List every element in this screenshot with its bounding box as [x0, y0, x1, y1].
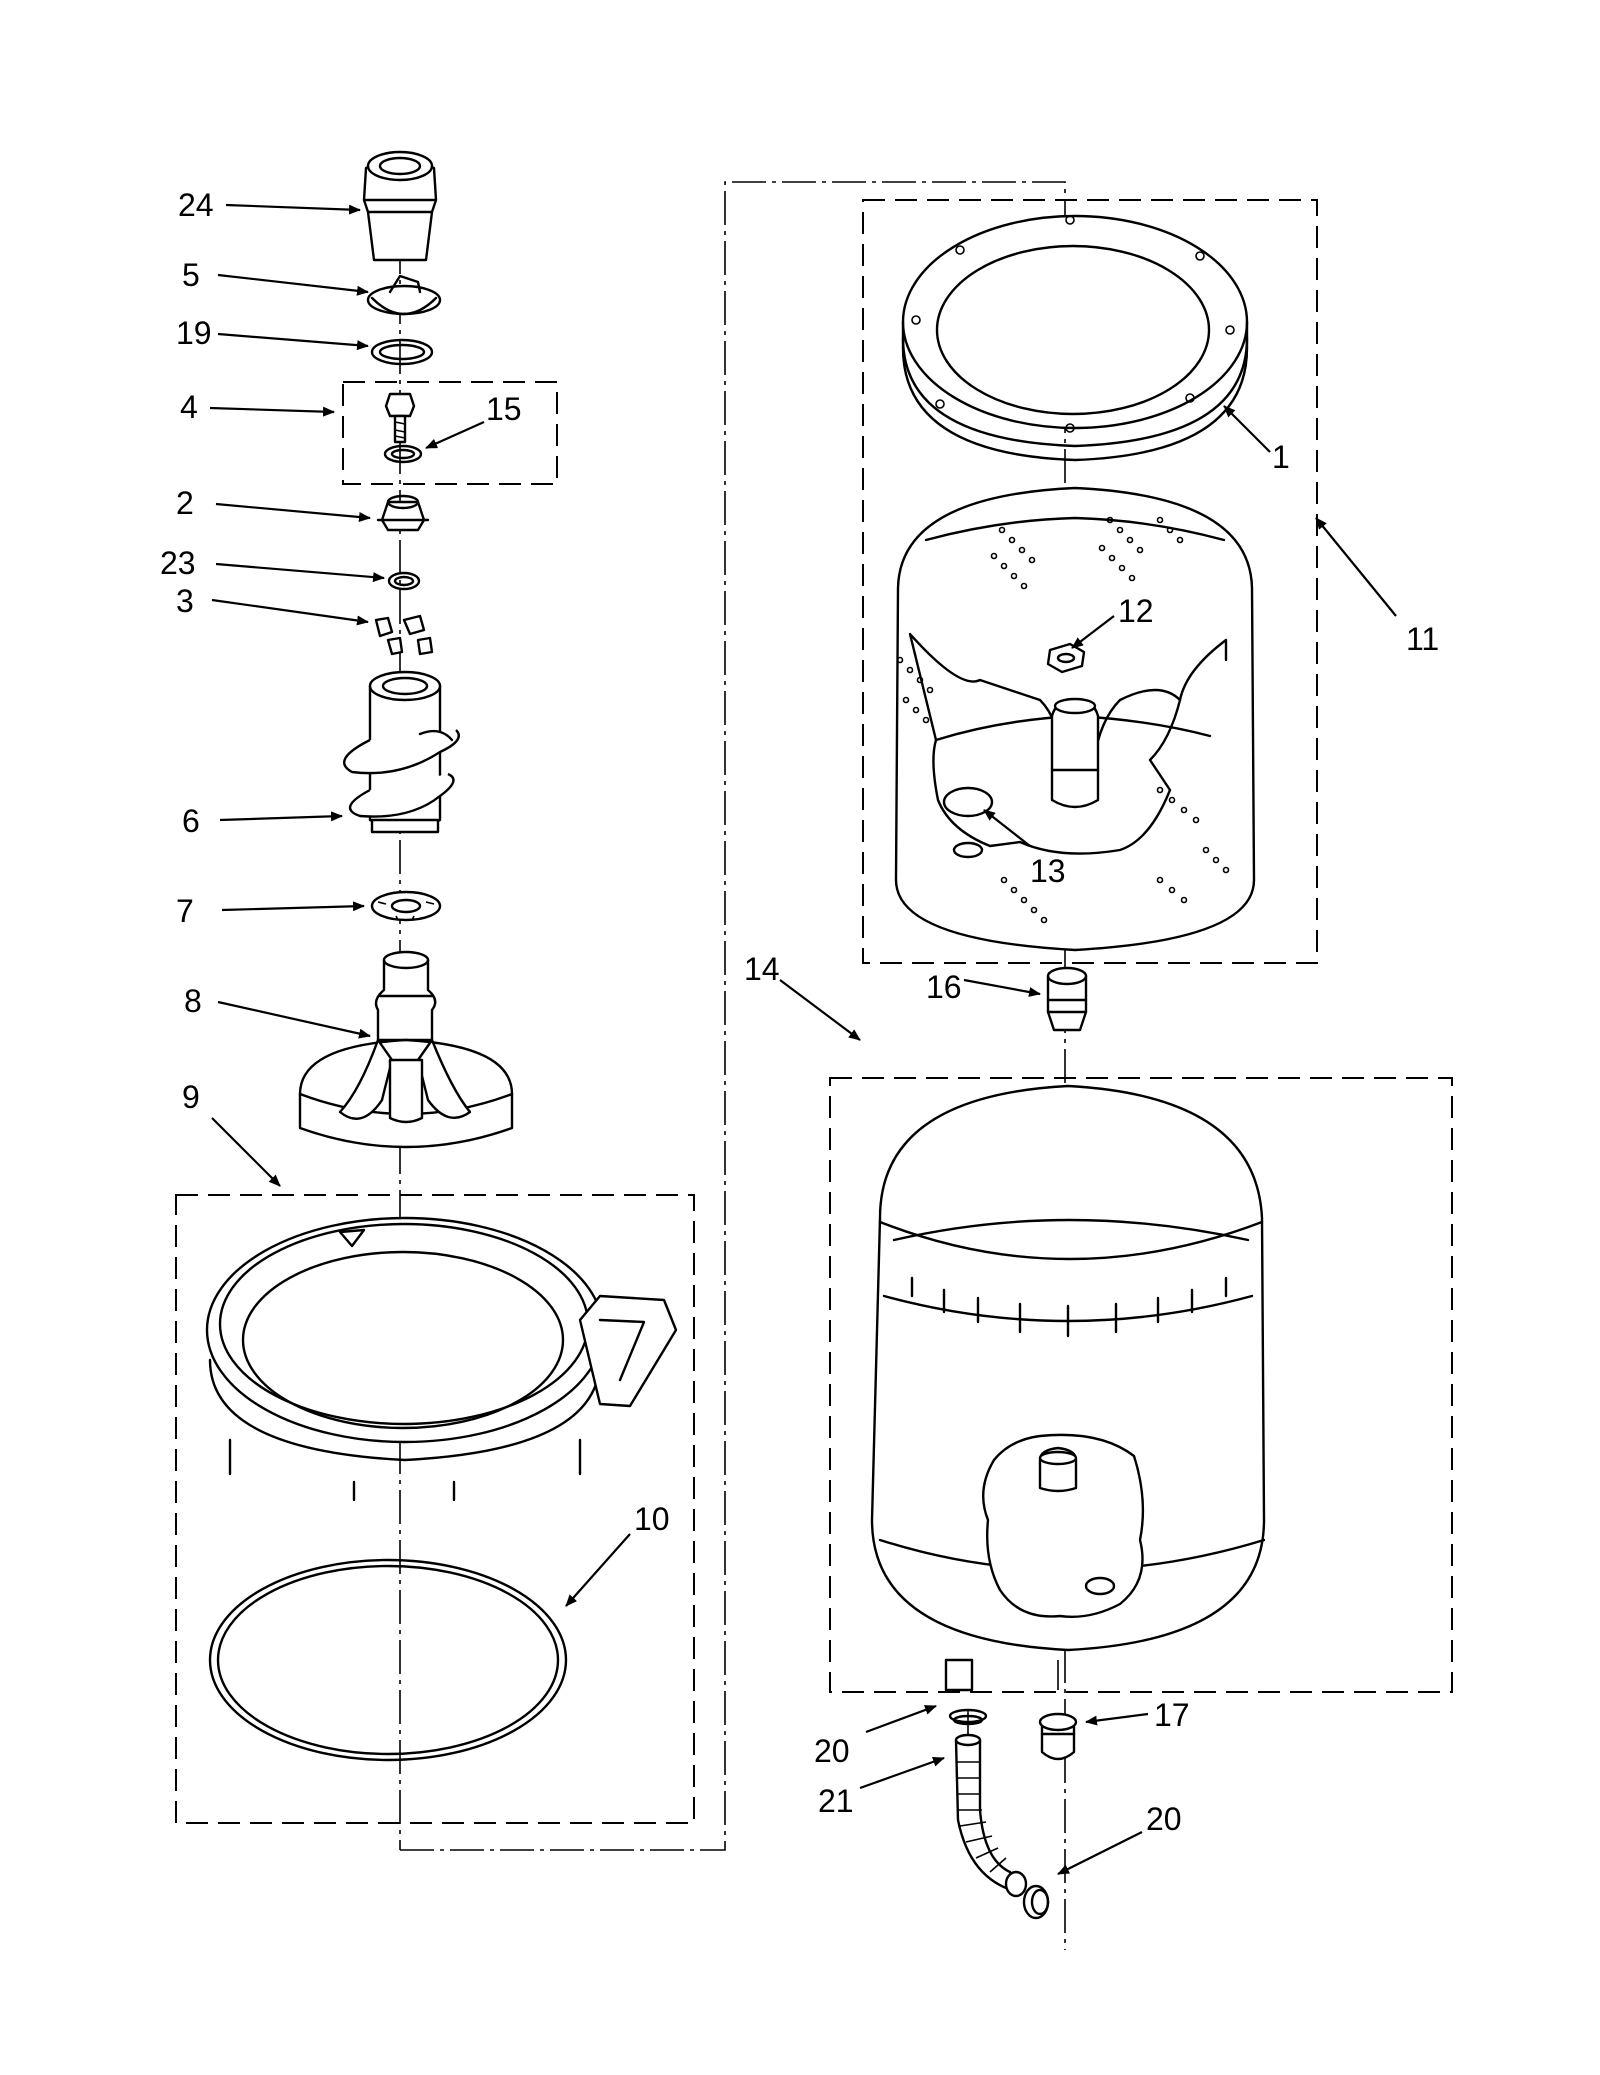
- part-9-tub-ring: [205, 1216, 678, 1502]
- part-1-balance-ring: [901, 214, 1249, 462]
- callout-20-top: 20: [814, 1733, 850, 1769]
- callout-5: 5: [182, 257, 200, 293]
- callout-4: 4: [180, 389, 198, 425]
- part-20-hose-clamp-top: [948, 1708, 988, 1726]
- callout-7: 7: [176, 893, 194, 929]
- callout-23: 23: [160, 545, 196, 581]
- callout-20-bottom: 20: [1146, 1801, 1182, 1837]
- callout-11: 11: [1406, 621, 1439, 657]
- part-6-agitator-auger: [343, 670, 460, 834]
- part-11-spin-basket: [894, 486, 1256, 952]
- part-2-cam: [376, 494, 430, 532]
- callout-2: 2: [176, 485, 194, 521]
- callout-17: 17: [1154, 1697, 1190, 1733]
- callout-3: 3: [176, 583, 194, 619]
- group-box-9: [175, 1194, 695, 1824]
- part-7-seal-ring: [370, 890, 442, 922]
- part-8-agitator-base: [298, 950, 514, 1149]
- part-19-o-ring: [370, 338, 434, 366]
- part-15-washer: [383, 444, 423, 464]
- callout-6: 6: [182, 803, 200, 839]
- group-box-4: [342, 381, 558, 485]
- callout-21: 21: [818, 1783, 854, 1819]
- callout-14: 14: [744, 951, 780, 987]
- group-box-14: [829, 1077, 1453, 1693]
- part-24-agitator-cap: [362, 150, 438, 262]
- group-box-11: [862, 199, 1318, 964]
- callout-labels: 24 5 19 4 15 2 23 3 6 7 8 9 10 1 11 12 1…: [160, 187, 1439, 1837]
- callout-16: 16: [926, 969, 962, 1005]
- part-10-gasket: [208, 1558, 568, 1762]
- leader-arrows: [209, 203, 1397, 1875]
- callout-12: 12: [1118, 593, 1154, 629]
- part-16-coupling: [1046, 966, 1088, 1032]
- part-3-dogs: [374, 614, 434, 656]
- part-4-bolt: [384, 392, 416, 444]
- callout-8: 8: [184, 983, 202, 1019]
- callout-9: 9: [182, 1079, 200, 1115]
- part-17-plug: [1038, 1712, 1078, 1761]
- part-12-nut: [1046, 642, 1086, 674]
- callout-24: 24: [178, 187, 214, 223]
- callout-13: 13: [1030, 853, 1066, 889]
- part-21-drain-hose: [954, 1733, 1028, 1898]
- part-14-outer-tub: [870, 1084, 1266, 1692]
- part-20-hose-clamp-bottom: [1022, 1884, 1050, 1920]
- part-5-seal: [366, 274, 442, 316]
- callout-1: 1: [1272, 439, 1290, 475]
- part-23-ring: [387, 571, 421, 591]
- callout-10: 10: [634, 1501, 670, 1537]
- callout-15: 15: [486, 391, 522, 427]
- callout-19: 19: [176, 315, 212, 351]
